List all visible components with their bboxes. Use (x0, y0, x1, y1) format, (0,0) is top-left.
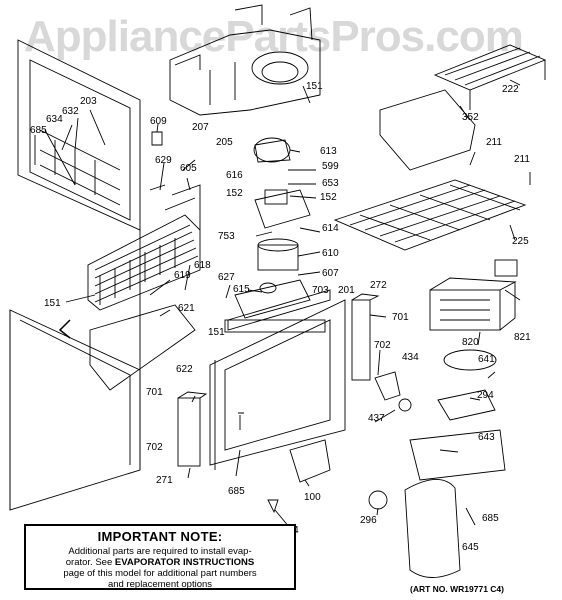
drain-trough-drawing (89, 304, 196, 391)
part-number-label: 616 (226, 170, 243, 181)
part-number-label: 702 (146, 442, 163, 453)
part-number-label: 615 (233, 284, 250, 295)
part-number-label: 685 (482, 513, 499, 524)
screw-drawing (238, 412, 279, 514)
part-number-label: 201 (338, 285, 355, 296)
note-body: Additional parts are required to install… (26, 546, 294, 590)
bulb-drawing (398, 398, 412, 412)
note-line: and replacement options (107, 579, 213, 590)
note-line: Additional parts are required to install… (68, 546, 252, 557)
part-number-label: 152 (320, 192, 337, 203)
important-note-box: IMPORTANT NOTE: Additional parts are req… (24, 524, 296, 590)
part-number-label: 643 (478, 432, 495, 443)
part-number-label: 632 (62, 106, 79, 117)
part-number-label: 685 (228, 486, 245, 497)
part-number-label: 701 (392, 312, 409, 323)
note-line: page of this model for additional part n… (63, 568, 257, 579)
note-emphasis: EVAPORATOR INSTRUCTIONS (114, 557, 255, 568)
part-number-label: 621 (178, 303, 195, 314)
note-text: orator. See (65, 557, 115, 568)
duct-drawing (177, 293, 380, 467)
part-number-label: 296 (360, 515, 377, 526)
part-number-label: 434 (402, 352, 419, 363)
part-number-label: 703 (312, 285, 329, 296)
part-number-label: 211 (486, 137, 502, 148)
freezer-cabinet-drawing (9, 39, 141, 511)
part-number-label: 599 (322, 161, 339, 172)
part-number-label: 225 (512, 236, 529, 247)
part-number-label: 352 (462, 112, 479, 123)
part-number-label: 619 (174, 270, 191, 281)
part-number-label: 272 (370, 280, 387, 291)
part-number-label: 622 (176, 364, 193, 375)
part-number-label: 605 (180, 163, 197, 174)
ice-bucket-drawing (404, 349, 506, 578)
deflector-drawing (289, 439, 331, 483)
part-number-label: 685 (30, 125, 47, 136)
part-number-label: 645 (462, 542, 479, 553)
part-number-label: 151 (208, 327, 225, 338)
part-number-label: 607 (322, 268, 339, 279)
rack-drawing (433, 44, 547, 110)
part-number-label: 609 (150, 116, 167, 127)
note-title: IMPORTANT NOTE: (97, 529, 223, 544)
part-number-label: 207 (192, 122, 209, 133)
part-number-label: 614 (322, 223, 339, 234)
part-number-label: 634 (46, 114, 63, 125)
light-drawing (374, 371, 401, 401)
part-number-label: 151 (44, 298, 61, 309)
part-number-label: 701 (146, 387, 163, 398)
part-number-label: 702 (374, 340, 391, 351)
fan-shroud-drawing (169, 4, 321, 116)
part-number-label: 437 (368, 413, 385, 424)
evaporator-coil-drawing (87, 184, 201, 311)
part-number-label: 151 (306, 81, 323, 92)
part-number-label: 211 (514, 154, 530, 165)
part-number-label: 821 (514, 332, 531, 343)
part-number-label: 629 (155, 155, 172, 166)
knob-drawing (368, 490, 388, 510)
part-number-label: 820 (462, 337, 479, 348)
part-number-label: 641 (478, 354, 495, 365)
part-number-label: 753 (218, 231, 235, 242)
part-number-label: 205 (216, 137, 233, 148)
clip-drawing (149, 131, 196, 191)
part-number-label: 294 (477, 390, 494, 401)
part-number-label: 653 (322, 178, 339, 189)
part-number-label: 152 (226, 188, 243, 199)
watermark: AppliancePartsPros.com (24, 12, 524, 61)
part-number-label: 100 (304, 492, 321, 503)
part-number-label: 613 (320, 146, 337, 157)
bin-drawing (379, 89, 476, 171)
icemaker-drawing (429, 277, 517, 331)
part-number-label: 271 (156, 475, 173, 486)
back-panel-drawing (209, 289, 346, 470)
part-number-label: 618 (194, 260, 211, 271)
part-number-label: 203 (80, 96, 97, 107)
art-number: (ART NO. WR19771 C4) (410, 584, 504, 594)
shelf-drawing (333, 179, 527, 251)
part-number-label: 222 (502, 84, 519, 95)
leader-lines (44, 79, 531, 529)
part-number-label: 627 (218, 272, 235, 283)
bracket-drawing (494, 259, 518, 277)
part-number-label: 610 (322, 248, 339, 259)
note-line: orator. See EVAPORATOR INSTRUCTIONS (26, 557, 294, 568)
